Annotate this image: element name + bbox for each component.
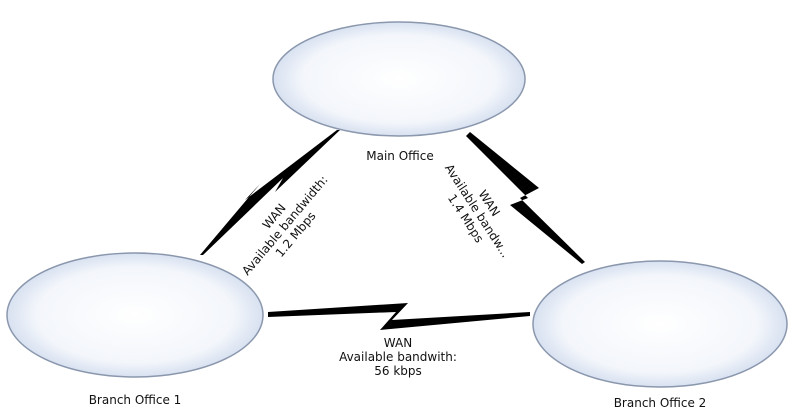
- main-office-label: Main Office: [366, 149, 434, 163]
- site-branch-office-1: [6, 252, 264, 378]
- link-bandwidth-branch1-branch2: 56 kbps: [374, 364, 422, 378]
- link-caption-branch1-branch2: Available bandwith:: [339, 350, 457, 364]
- site-main-office: [272, 21, 526, 137]
- site-branch-office-2: [532, 260, 788, 388]
- link-caption-main-branch1: Available bandwidth:: [239, 173, 330, 278]
- branch-office-1-label: Branch Office 1: [89, 393, 182, 407]
- wan-link-main-branch2: [466, 132, 585, 264]
- link-type-branch1-branch2: WAN: [384, 336, 412, 350]
- branch-office-2-label: Branch Office 2: [614, 396, 707, 410]
- wan-link-main-branch1: [200, 130, 340, 255]
- wan-link-branch1-branch2: [268, 303, 530, 330]
